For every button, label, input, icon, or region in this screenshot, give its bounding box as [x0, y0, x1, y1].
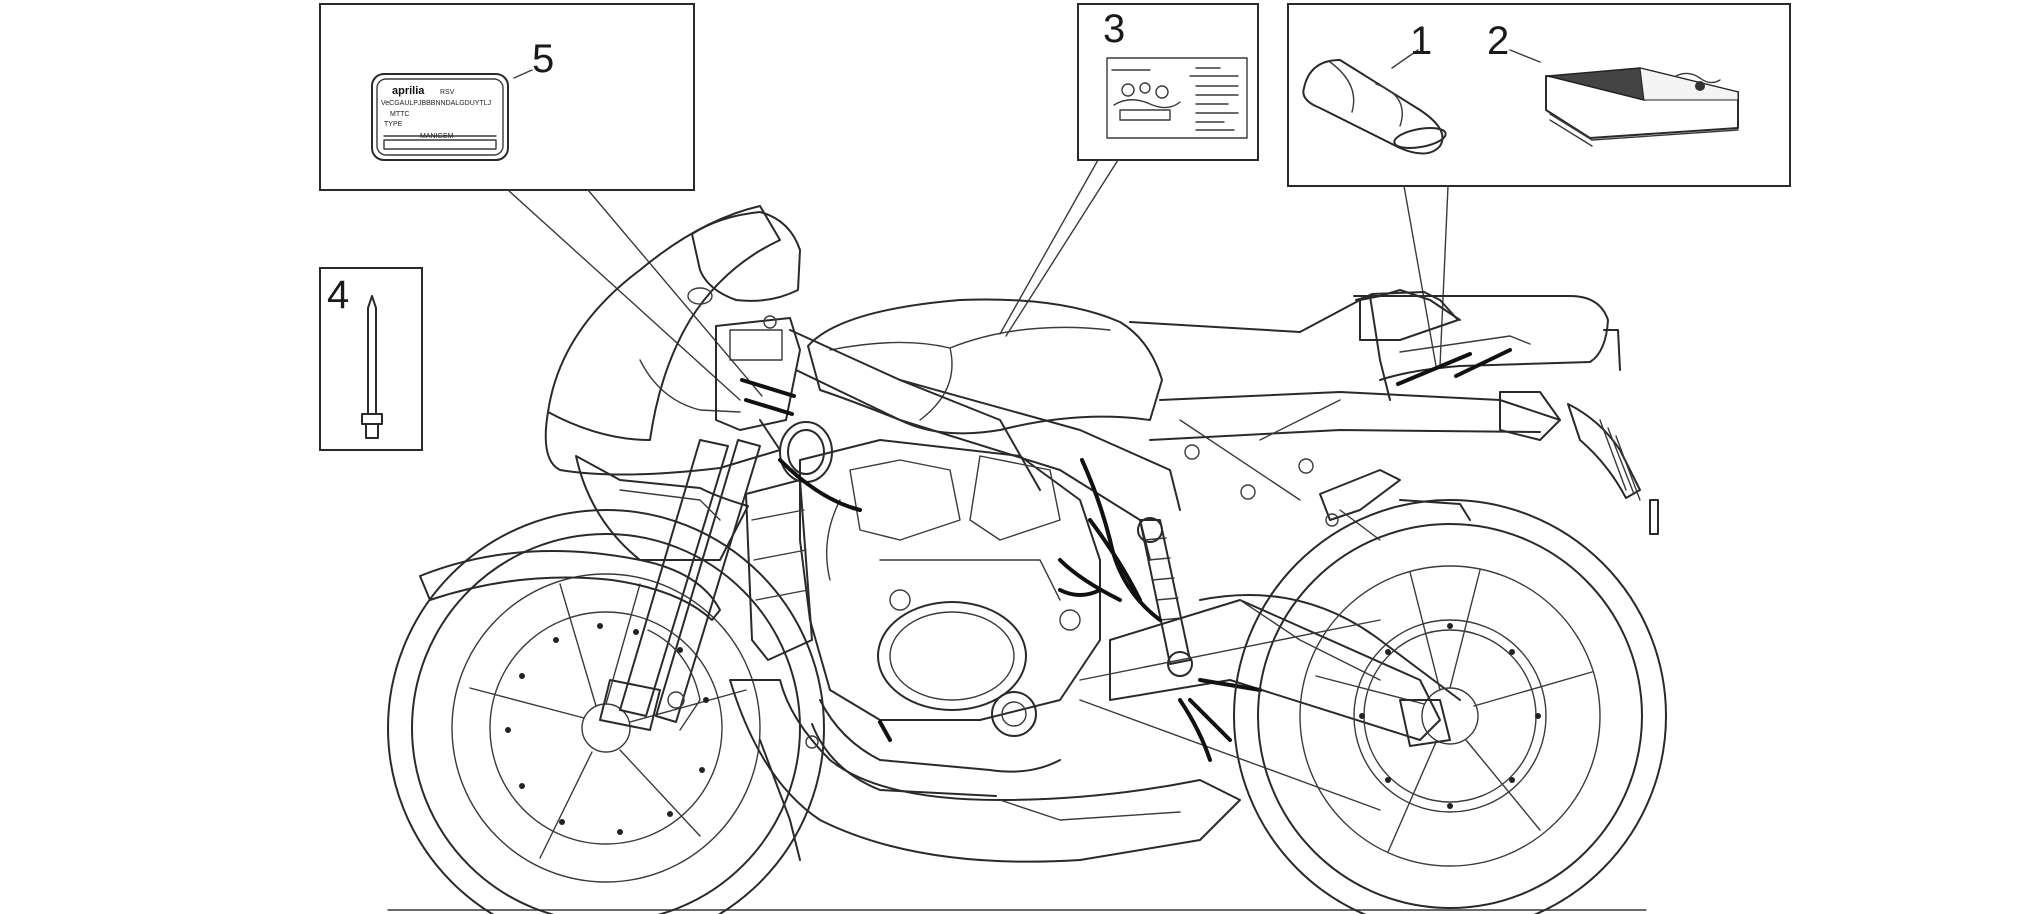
callout-3: 3 [1103, 7, 1125, 51]
inset-box-sticker: 3 [999, 3, 1259, 337]
plate-type: TYPE [384, 121, 403, 128]
callout-2: 2 [1487, 19, 1509, 63]
exhaust [811, 699, 1061, 797]
inset-box-tool: 4 [319, 267, 423, 451]
wiring [778, 458, 1212, 762]
tail-section [1129, 289, 1621, 441]
motorcycle-illustration [387, 205, 1667, 914]
tool-pouch [1302, 59, 1447, 155]
front-fork [599, 439, 761, 731]
front-wheel [387, 509, 825, 914]
spoke-wrench-icon [361, 295, 383, 439]
plate-footer: MANIGEM [420, 133, 454, 140]
inset-box-kit: 1 2 [1287, 3, 1791, 367]
engine [799, 439, 1142, 737]
front-fairing [544, 205, 801, 561]
radiator [745, 479, 813, 661]
plate-bracket [1567, 403, 1659, 535]
brake-disc-holes [505, 623, 709, 835]
inset-box-plate: aprilia RSV VeCGAULPJBBBNNDALGDUYTLJ MTT… [319, 3, 763, 401]
serial-plate [371, 73, 509, 161]
drive-chain [1079, 619, 1381, 811]
callout-5: 5 [532, 37, 554, 81]
belly-pan [729, 679, 1241, 863]
callout-4: 4 [327, 273, 349, 317]
plate-model: RSV [440, 89, 455, 96]
rear-sprocket [1353, 619, 1547, 813]
plate-brand: aprilia [392, 85, 425, 97]
plate-mtc: MTTC [390, 111, 409, 118]
warning-sticker [1106, 57, 1248, 139]
rear-wheel [1233, 499, 1667, 914]
callout-1: 1 [1410, 19, 1432, 63]
owner-manual [1545, 67, 1739, 147]
rear-shock [1137, 517, 1193, 677]
plate-vin: VeCGAULPJBBBNNDALGDUYTLJ [381, 100, 491, 107]
